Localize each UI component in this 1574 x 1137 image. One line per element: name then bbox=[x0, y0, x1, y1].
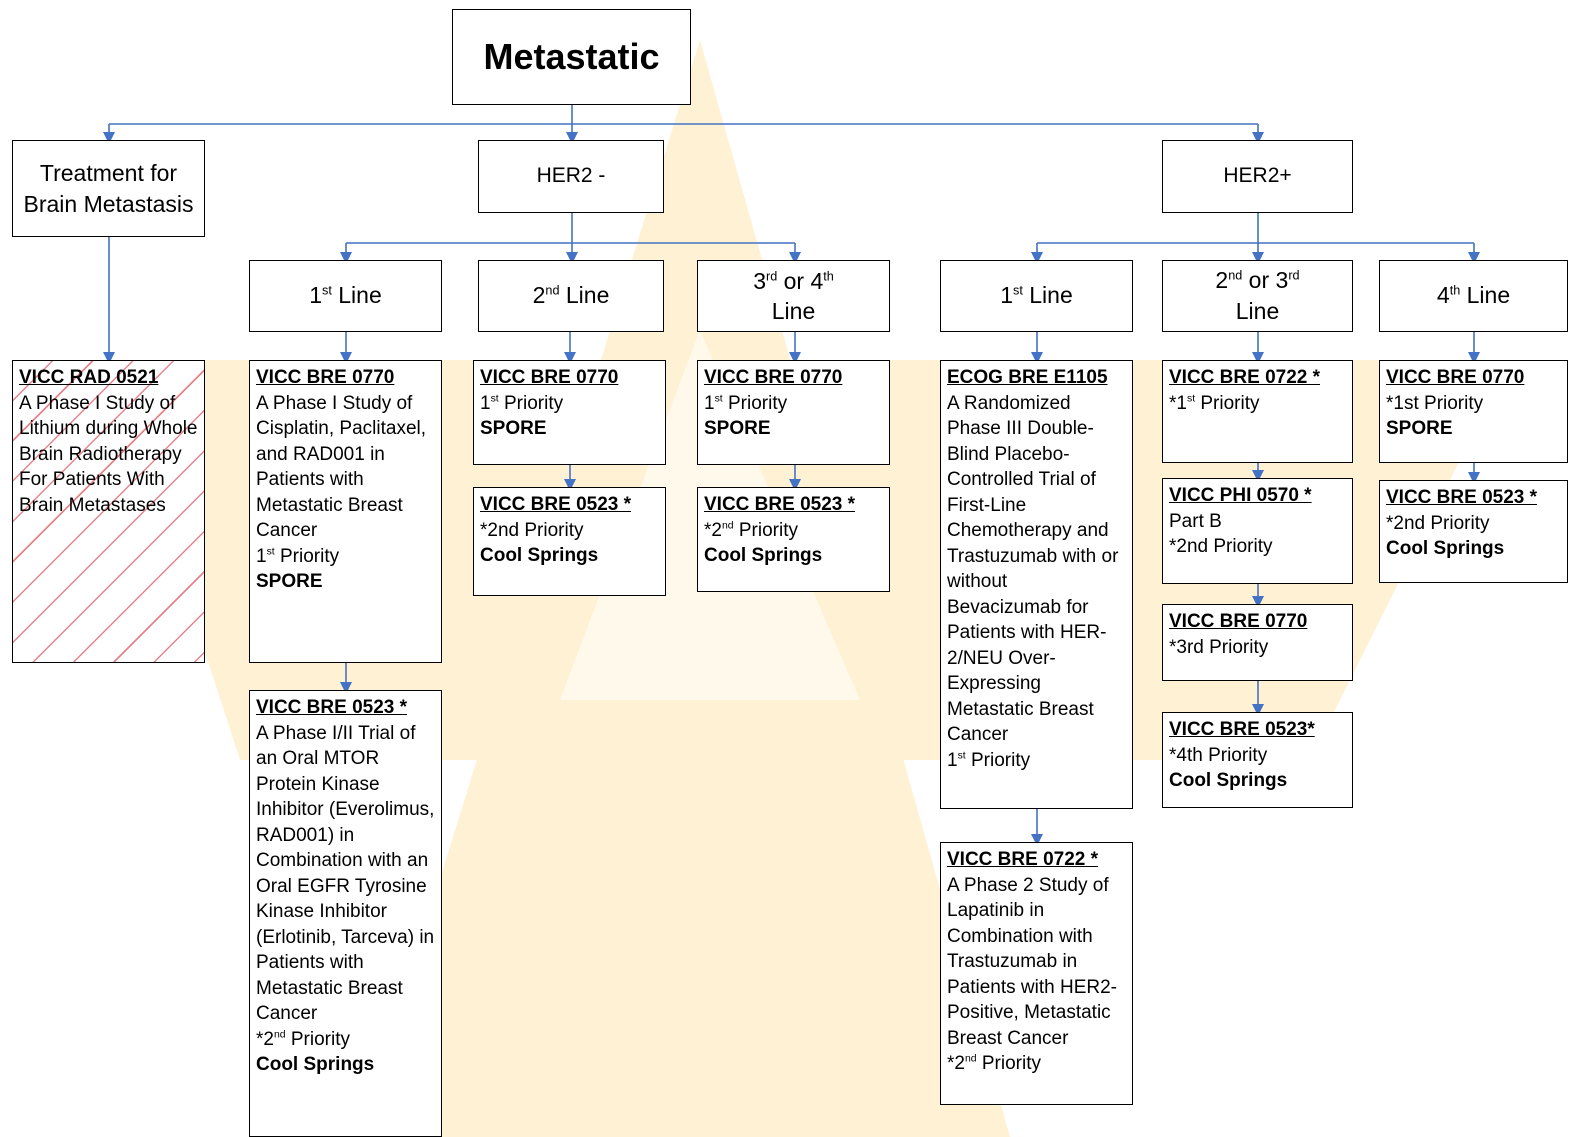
line-her2pos-1st: 1st Line bbox=[940, 260, 1133, 332]
trial-her2pos-2nd-bre-0523: VICC BRE 0523* *4th Priority Cool Spring… bbox=[1162, 712, 1353, 808]
trial-her2neg-3rd-bre-0770: VICC BRE 0770 1st Priority SPORE bbox=[697, 360, 890, 465]
category-her2-positive-label: HER2+ bbox=[1223, 164, 1292, 188]
trial-her2pos-4th-bre-0523: VICC BRE 0523 * *2nd Priority Cool Sprin… bbox=[1379, 480, 1568, 583]
trial-her2pos-1st-ecog-e1105: ECOG BRE E1105 A Randomized Phase III Do… bbox=[940, 360, 1133, 809]
trial-her2neg-2nd-bre-0770: VICC BRE 0770 1st Priority SPORE bbox=[473, 360, 666, 465]
trial-her2pos-2nd-bre-0722: VICC BRE 0722 * *1st Priority bbox=[1162, 360, 1353, 463]
root-node: Metastatic bbox=[452, 9, 691, 105]
line-her2pos-4th: 4th Line bbox=[1379, 260, 1568, 332]
category-her2-positive: HER2+ bbox=[1162, 140, 1353, 213]
category-her2-negative: HER2 - bbox=[478, 140, 664, 213]
line-her2neg-3rd-4th: 3rd or 4th Line bbox=[697, 260, 890, 332]
category-her2-negative-label: HER2 - bbox=[536, 164, 606, 188]
trial-her2pos-4th-bre-0770: VICC BRE 0770 *1st Priority SPORE bbox=[1379, 360, 1568, 463]
line-her2neg-1st: 1st Line bbox=[249, 260, 442, 332]
category-brain-label: Treatment for Brain Metastasis bbox=[23, 159, 194, 217]
trial-her2neg-2nd-bre-0523: VICC BRE 0523 * *2nd Priority Cool Sprin… bbox=[473, 487, 666, 596]
trial-her2pos-1st-bre-0722: VICC BRE 0722 * A Phase 2 Study of Lapat… bbox=[940, 842, 1133, 1105]
trial-her2neg-1st-bre-0770: VICC BRE 0770 A Phase I Study of Cisplat… bbox=[249, 360, 442, 663]
root-title: Metastatic bbox=[483, 36, 660, 78]
trial-her2pos-2nd-phi-0570: VICC PHI 0570 * Part B *2nd Priority bbox=[1162, 478, 1353, 584]
line-her2neg-2nd: 2nd Line bbox=[478, 260, 664, 332]
category-brain: Treatment for Brain Metastasis bbox=[12, 140, 205, 237]
trial-her2neg-3rd-bre-0523: VICC BRE 0523 * *2nd Priority Cool Sprin… bbox=[697, 487, 890, 592]
trial-her2neg-1st-bre-0523: VICC BRE 0523 * A Phase I/II Trial of an… bbox=[249, 690, 442, 1137]
trial-her2pos-2nd-bre-0770: VICC BRE 0770 *3rd Priority bbox=[1162, 604, 1353, 681]
line-her2pos-2nd-3rd: 2nd or 3rd Line bbox=[1162, 260, 1353, 332]
trial-rad-0521: VICC RAD 0521 A Phase I Study of Lithium… bbox=[12, 360, 205, 663]
